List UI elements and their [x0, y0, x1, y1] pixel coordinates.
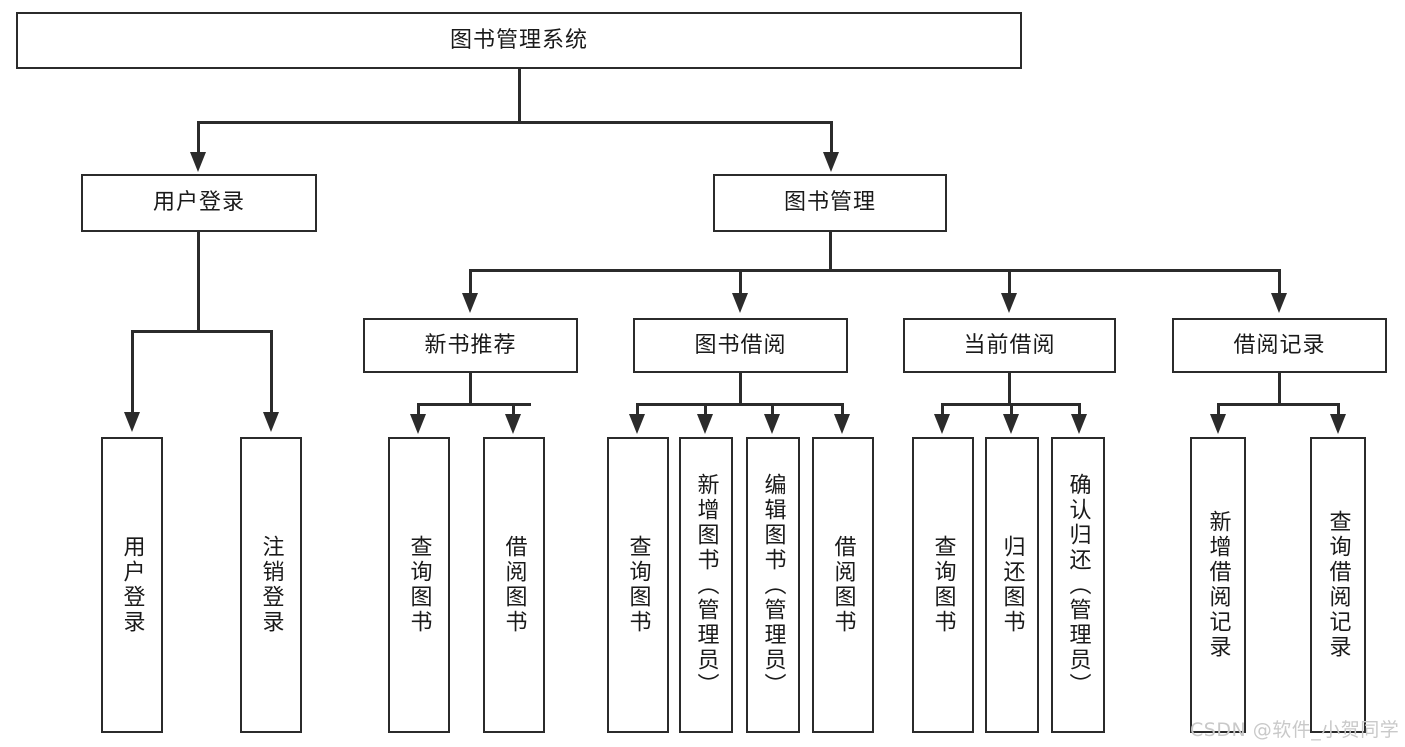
node-leaf-borrow-book-1-label: 借阅图书 — [501, 535, 527, 635]
arrowhead-leaf-add-book-admin — [697, 414, 713, 434]
edge-new-book-recommend-stem — [469, 373, 472, 406]
node-leaf-confirm-return-admin-label: 确认归还（管理员） — [1065, 472, 1091, 698]
edge-user-login-stem — [197, 232, 200, 332]
node-leaf-return-book[interactable]: 归还图书 — [985, 437, 1039, 733]
node-borrow-record[interactable]: 借阅记录 — [1172, 318, 1387, 373]
node-leaf-borrow-book-1[interactable]: 借阅图书 — [483, 437, 545, 733]
arrowhead-leaf-confirm-return-admin — [1071, 414, 1087, 434]
edge-to-leaf-edit-book-admin — [771, 403, 774, 418]
arrowhead-leaf-borrow-book-2 — [834, 414, 850, 434]
node-root-label: 图书管理系统 — [449, 27, 588, 53]
node-leaf-query-book-3-label: 查询图书 — [930, 535, 956, 635]
edge-to-user-login — [197, 121, 200, 154]
edge-to-book-borrow — [739, 269, 742, 295]
arrowhead-current-borrow — [1001, 293, 1017, 313]
node-leaf-query-book-1-label: 查询图书 — [406, 535, 432, 635]
edge-new-book-recommend-bar — [417, 403, 531, 406]
arrowhead-book-management — [823, 152, 839, 172]
arrowhead-borrow-record — [1271, 293, 1287, 313]
csdn-watermark: CSDN @软件_小贺同学 — [1190, 719, 1400, 741]
edge-borrow-record-bar — [1217, 403, 1340, 406]
edge-book-borrow-bar — [636, 403, 843, 406]
edge-user-login-bar — [131, 330, 273, 333]
arrowhead-leaf-add-borrow-record — [1210, 414, 1226, 434]
node-user-login-label: 用户登录 — [152, 190, 245, 216]
node-leaf-edit-book-admin[interactable]: 编辑图书（管理员） — [746, 437, 800, 733]
edge-to-current-borrow — [1008, 269, 1011, 295]
edge-to-leaf-user-login — [131, 330, 134, 414]
arrowhead-user-login — [190, 152, 206, 172]
edge-to-leaf-add-book-admin — [704, 403, 707, 418]
node-leaf-logout-label: 注销登录 — [258, 535, 284, 635]
edge-to-leaf-query-borrow-record — [1337, 403, 1340, 418]
arrowhead-leaf-query-book-1 — [410, 414, 426, 434]
arrowhead-leaf-borrow-book-1 — [505, 414, 521, 434]
edge-to-leaf-borrow-book-1 — [512, 403, 515, 418]
node-current-borrow-label: 当前借阅 — [963, 332, 1056, 358]
edge-book-borrow-stem — [739, 373, 742, 406]
node-leaf-query-borrow-record[interactable]: 查询借阅记录 — [1310, 437, 1366, 733]
arrowhead-leaf-logout — [263, 412, 279, 432]
edge-to-leaf-confirm-return-admin — [1078, 403, 1081, 418]
edge-to-leaf-query-book-1 — [417, 403, 420, 418]
node-leaf-logout[interactable]: 注销登录 — [240, 437, 302, 733]
node-borrow-record-label: 借阅记录 — [1233, 332, 1326, 358]
node-book-borrow-label: 图书借阅 — [694, 332, 787, 358]
edge-to-leaf-borrow-book-2 — [841, 403, 844, 418]
node-leaf-return-book-label: 归还图书 — [999, 535, 1025, 635]
edge-to-new-book-recommend — [469, 269, 472, 295]
node-leaf-confirm-return-admin[interactable]: 确认归还（管理员） — [1051, 437, 1105, 733]
arrowhead-leaf-query-borrow-record — [1330, 414, 1346, 434]
edge-to-borrow-record — [1278, 269, 1281, 295]
node-book-management-label: 图书管理 — [783, 190, 876, 216]
node-root[interactable]: 图书管理系统 — [16, 12, 1022, 69]
arrowhead-book-borrow — [732, 293, 748, 313]
node-book-borrow[interactable]: 图书借阅 — [633, 318, 848, 373]
edge-root-stem — [518, 69, 521, 122]
edge-level2-bar — [197, 121, 833, 124]
node-user-login[interactable]: 用户登录 — [81, 174, 317, 232]
edge-current-borrow-stem — [1008, 373, 1011, 406]
node-new-book-recommend[interactable]: 新书推荐 — [363, 318, 578, 373]
node-leaf-edit-book-admin-label: 编辑图书（管理员） — [760, 472, 786, 698]
edge-to-leaf-query-book-2 — [636, 403, 639, 418]
edge-level3-bar — [469, 269, 1281, 272]
node-leaf-query-book-3[interactable]: 查询图书 — [912, 437, 974, 733]
edge-borrow-record-stem — [1278, 373, 1281, 406]
node-leaf-user-login-label: 用户登录 — [119, 535, 145, 635]
edge-to-leaf-logout — [270, 330, 273, 414]
edge-book-management-stem — [829, 232, 832, 271]
node-leaf-add-borrow-record[interactable]: 新增借阅记录 — [1190, 437, 1246, 733]
node-current-borrow[interactable]: 当前借阅 — [903, 318, 1116, 373]
edge-to-leaf-query-book-3 — [941, 403, 944, 418]
node-leaf-borrow-book-2[interactable]: 借阅图书 — [812, 437, 874, 733]
node-new-book-recommend-label: 新书推荐 — [424, 332, 517, 358]
arrowhead-leaf-edit-book-admin — [764, 414, 780, 434]
node-leaf-add-book-admin[interactable]: 新增图书（管理员） — [679, 437, 733, 733]
edge-to-leaf-add-borrow-record — [1217, 403, 1220, 418]
node-leaf-add-borrow-record-label: 新增借阅记录 — [1205, 510, 1231, 660]
node-leaf-query-book-2[interactable]: 查询图书 — [607, 437, 669, 733]
node-leaf-query-book-2-label: 查询图书 — [625, 535, 651, 635]
edge-to-leaf-return-book — [1010, 403, 1013, 418]
node-leaf-borrow-book-2-label: 借阅图书 — [830, 535, 856, 635]
arrowhead-new-book-recommend — [462, 293, 478, 313]
node-leaf-add-book-admin-label: 新增图书（管理员） — [693, 472, 719, 698]
node-book-management[interactable]: 图书管理 — [713, 174, 947, 232]
arrowhead-leaf-query-book-3 — [934, 414, 950, 434]
node-leaf-query-borrow-record-label: 查询借阅记录 — [1325, 510, 1351, 660]
arrowhead-leaf-query-book-2 — [629, 414, 645, 434]
node-leaf-query-book-1[interactable]: 查询图书 — [388, 437, 450, 733]
arrowhead-leaf-user-login — [124, 412, 140, 432]
edge-to-book-management — [830, 121, 833, 154]
arrowhead-leaf-return-book — [1003, 414, 1019, 434]
node-leaf-user-login[interactable]: 用户登录 — [101, 437, 163, 733]
